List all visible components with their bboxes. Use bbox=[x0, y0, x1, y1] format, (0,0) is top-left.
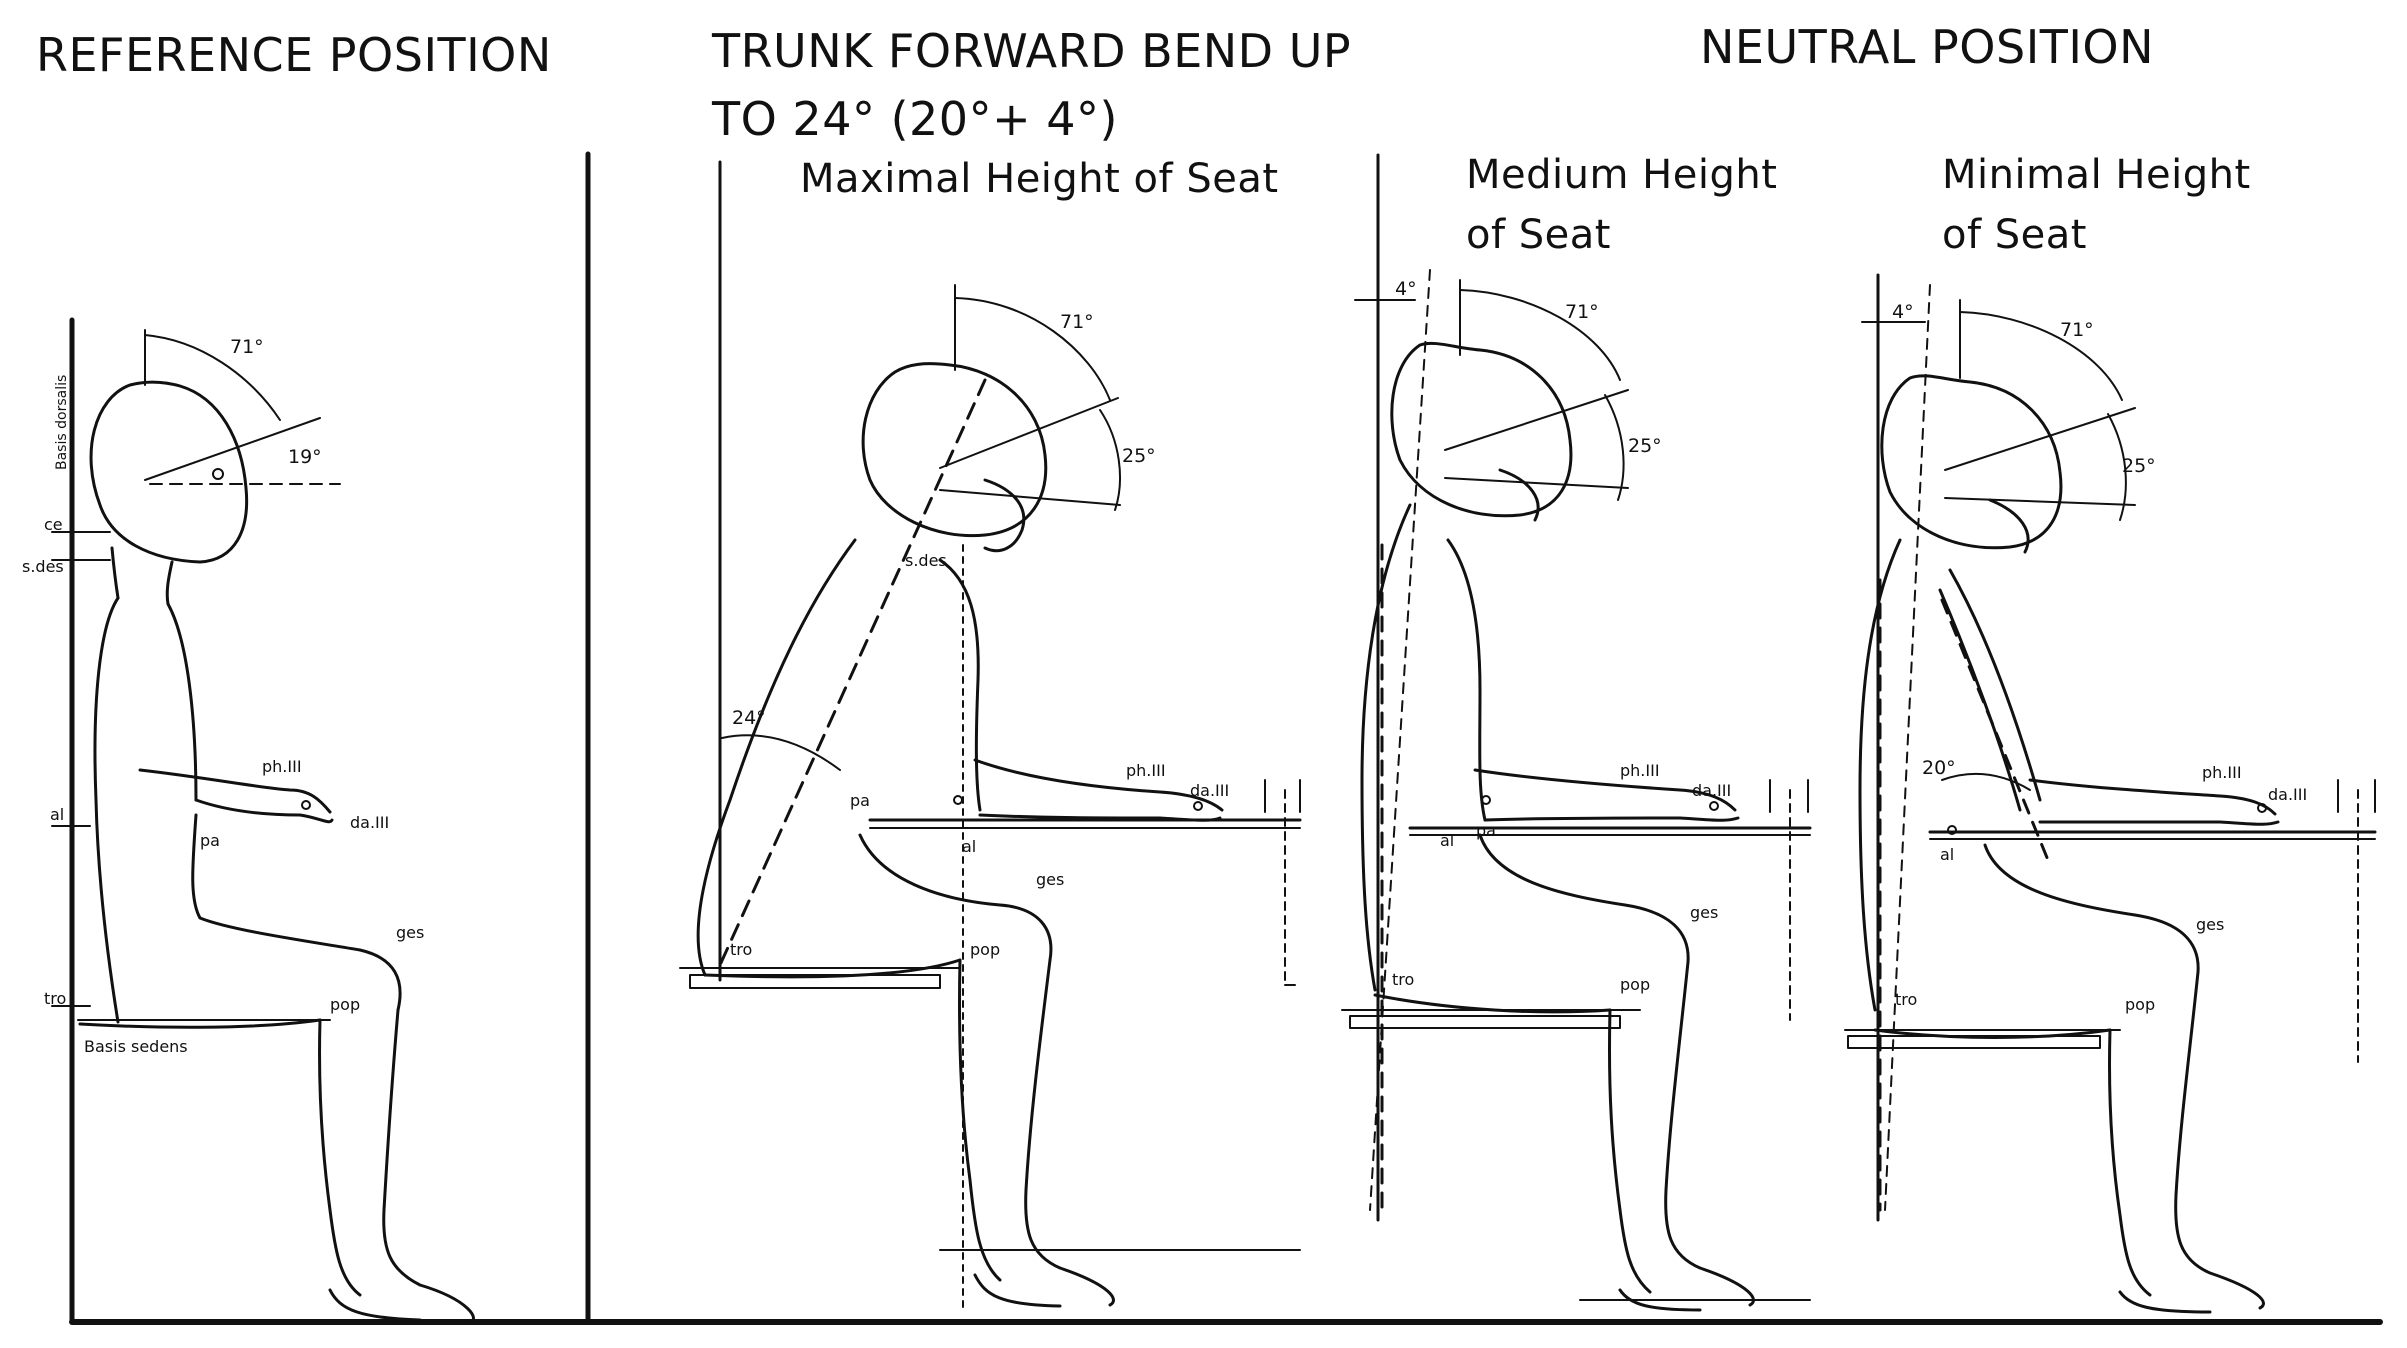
medium-label-al: al bbox=[1440, 831, 1454, 850]
min-label-pop: pop bbox=[2125, 995, 2155, 1014]
max-angle-trunk: 24° bbox=[732, 707, 766, 729]
ref-angle-top: 71° bbox=[230, 336, 264, 358]
ref-basis-sedens: Basis sedens bbox=[84, 1037, 188, 1056]
heading-trunk-bend-line2: TO 24° (20°+ 4°) bbox=[712, 92, 1118, 146]
min-label-tro: tro bbox=[1895, 990, 1917, 1009]
min-label-al: al bbox=[1940, 845, 1954, 864]
max-angle-top: 71° bbox=[1060, 311, 1094, 333]
max-label-phIII: ph.III bbox=[1126, 761, 1166, 780]
medium-label-ges: ges bbox=[1690, 903, 1718, 922]
ref-label-sdes: s.des bbox=[22, 557, 64, 576]
max-label-daIII: da.III bbox=[1190, 781, 1229, 800]
ref-label-daIII: da.III bbox=[350, 813, 389, 832]
max-label-tro: tro bbox=[730, 940, 752, 959]
subheading-minimal-seat-line1: Minimal Height bbox=[1942, 152, 2251, 198]
max-label-pa: pa bbox=[850, 791, 870, 810]
max-label-al: al bbox=[962, 837, 976, 856]
figure-medium-seat bbox=[1341, 153, 1812, 1312]
max-label-pop: pop bbox=[970, 940, 1000, 959]
min-label-daIII: da.III bbox=[2268, 785, 2307, 804]
subheading-medium-seat-line2: of Seat bbox=[1466, 212, 1611, 258]
medium-label-tro: tro bbox=[1392, 970, 1414, 989]
medium-label-pa: pa bbox=[1476, 821, 1496, 840]
min-label-ges: ges bbox=[2196, 915, 2224, 934]
medium-label-daIII: da.III bbox=[1692, 781, 1731, 800]
figure-maximal-seat bbox=[679, 160, 1302, 1311]
subheading-maximal-seat: Maximal Height of Seat bbox=[800, 156, 1279, 202]
figure-minimal-seat bbox=[1844, 273, 2377, 1314]
medium-label-pop: pop bbox=[1620, 975, 1650, 994]
ref-label-al: al bbox=[50, 805, 64, 824]
max-label-ges: ges bbox=[1036, 870, 1064, 889]
medium-label-phIII: ph.III bbox=[1620, 761, 1660, 780]
medium-angle-offset: 4° bbox=[1395, 278, 1417, 300]
ref-label-phIII: ph.III bbox=[262, 757, 302, 776]
heading-reference-position: REFERENCE POSITION bbox=[36, 28, 552, 82]
subheading-minimal-seat-line2: of Seat bbox=[1942, 212, 2087, 258]
ref-label-ges: ges bbox=[396, 923, 424, 942]
min-angle-side: 25° bbox=[2122, 455, 2156, 477]
max-label-sdes: s.des bbox=[905, 551, 947, 570]
ref-basis-dorsalis: Basis dorsalis bbox=[54, 375, 70, 470]
ref-angle-side: 19° bbox=[288, 446, 322, 468]
ref-label-tro: tro bbox=[44, 989, 66, 1008]
subheading-medium-seat-line1: Medium Height bbox=[1466, 152, 1778, 198]
heading-neutral-position: NEUTRAL POSITION bbox=[1700, 20, 2155, 74]
figure-reference bbox=[51, 329, 475, 1324]
min-label-phIII: ph.III bbox=[2202, 763, 2242, 782]
ref-label-ce: ce bbox=[44, 515, 63, 534]
min-angle-trunk: 20° bbox=[1922, 757, 1956, 779]
ref-label-pop: pop bbox=[330, 995, 360, 1014]
ref-label-pa: pa bbox=[200, 831, 220, 850]
min-angle-offset: 4° bbox=[1892, 301, 1914, 323]
max-angle-side: 25° bbox=[1122, 445, 1156, 467]
medium-angle-top: 71° bbox=[1565, 301, 1599, 323]
heading-trunk-bend-line1: TRUNK FORWARD BEND UP bbox=[712, 24, 1352, 78]
medium-angle-side: 25° bbox=[1628, 435, 1662, 457]
min-angle-top: 71° bbox=[2060, 319, 2094, 341]
